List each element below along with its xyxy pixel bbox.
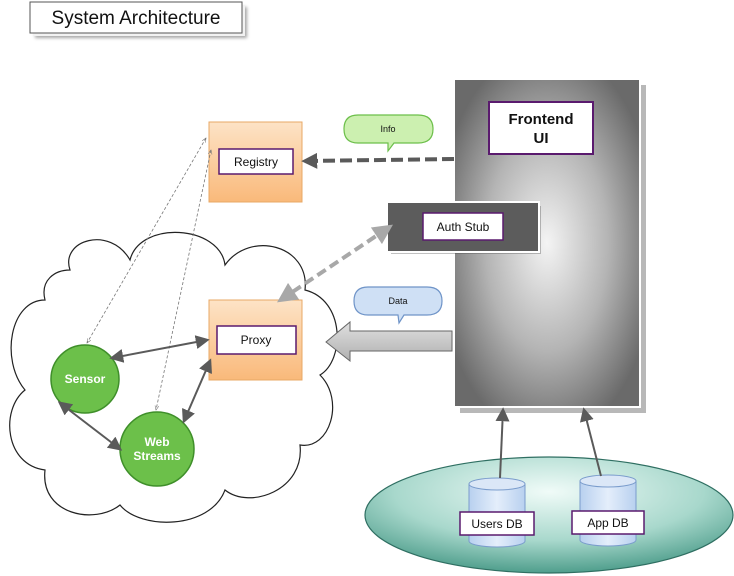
auth-to-proxy-arrow [277,224,393,303]
frontend-to-proxy-block-arrow [325,320,453,363]
app-db-node: App DB [571,474,645,547]
page-title: System Architecture [52,8,221,29]
sensor-label: Sensor [65,372,106,386]
info-callout-label: Info [380,124,395,134]
auth-stub-node: Auth Stub [386,201,541,254]
app-db-label: App DB [587,516,628,530]
proxy-label: Proxy [241,333,272,347]
frontend-label-line2: UI [534,130,549,147]
proxy-node: Proxy [208,299,303,381]
title-box: System Architecture [29,1,245,36]
sensor-node: Sensor [50,344,120,414]
frontend-label-line1: Frontend [509,111,574,128]
registry-label: Registry [234,155,278,169]
registry-to-sensor-link [87,138,206,343]
web-streams-label-line1: Web [144,435,169,449]
web-streams-node: Web Streams [119,411,195,487]
appdb-to-frontend-arrow [580,407,602,477]
users-db-label: Users DB [471,517,522,531]
web-streams-label-line2: Streams [133,449,181,463]
info-callout: Info [343,114,434,153]
data-callout-label: Data [388,296,407,306]
data-callout: Data [353,286,443,325]
sensor-to-proxy-link [109,335,210,363]
webstreams-to-proxy-link [182,358,212,424]
registry-node: Registry [208,121,303,203]
users-db-node: Users DB [459,477,535,548]
usersdb-to-frontend-arrow [495,407,510,479]
database-platform [364,456,734,574]
auth-stub-label: Auth Stub [437,220,490,234]
registry-to-webstreams-link [156,150,211,410]
frontend-to-registry-arrow [301,152,455,169]
sensor-to-webstreams-link [57,401,123,451]
